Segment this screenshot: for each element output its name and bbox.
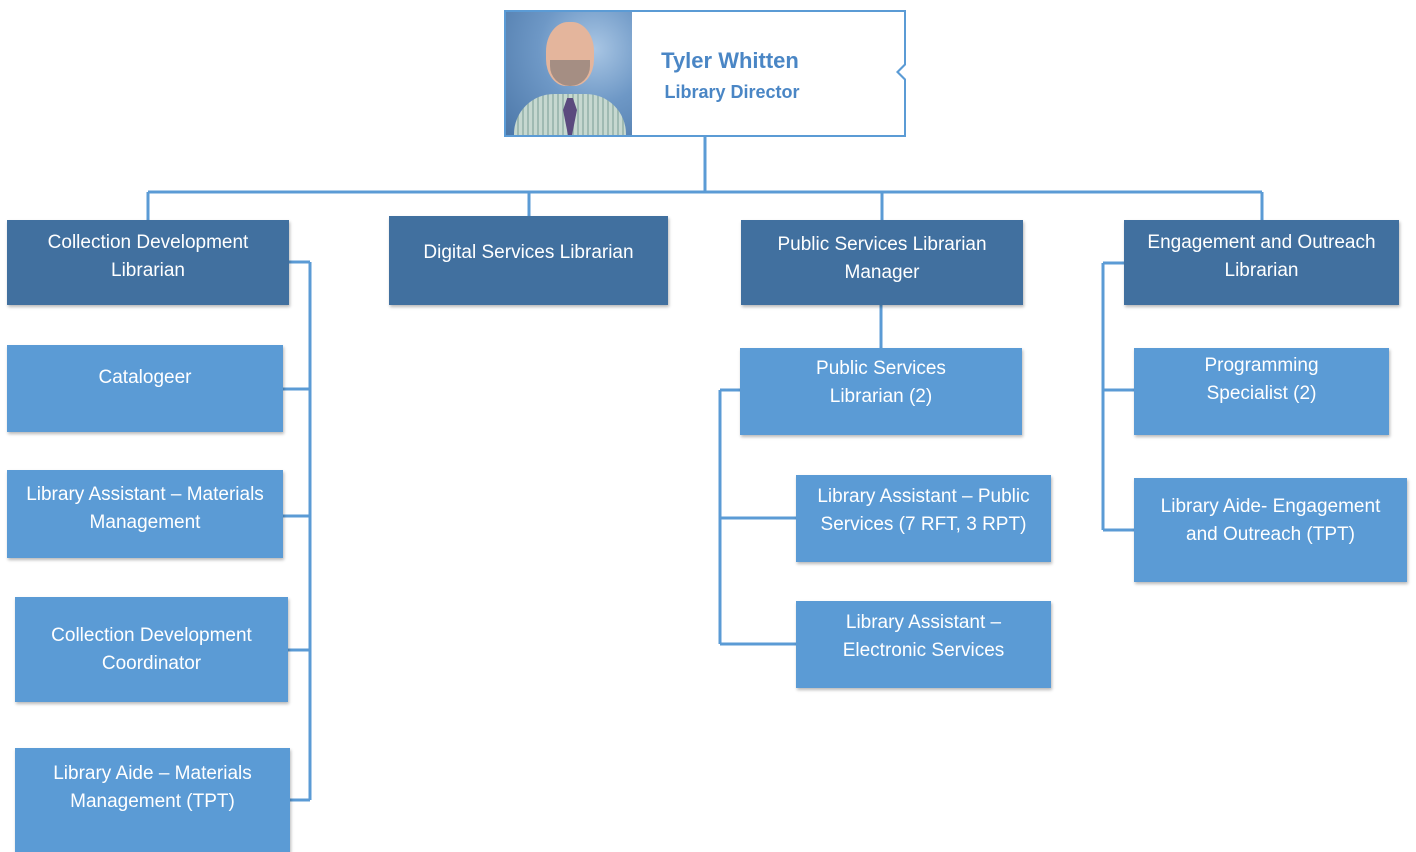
director-card[interactable]: Tyler Whitten Library Director: [504, 10, 906, 137]
box-line: Library Assistant –: [845, 612, 1002, 633]
box-line: Library Assistant – Materials: [26, 484, 264, 505]
person-photo-icon: [506, 12, 632, 135]
box-line: Catalogeer: [98, 367, 192, 388]
box-line: Library Assistant – Public: [817, 486, 1030, 507]
collapse-toggle-icon[interactable]: [896, 62, 906, 82]
box-line: Electronic Services: [842, 640, 1005, 661]
box-line: Programming: [1204, 355, 1319, 376]
staff-cataloger[interactable]: Catalogeer: [7, 345, 283, 432]
director-title: Library Director: [664, 82, 800, 102]
box-line: Management: [89, 512, 201, 533]
staff-library-assistant-public[interactable]: Library Assistant – Public Services (7 R…: [796, 475, 1051, 562]
staff-library-assistant-electronic[interactable]: Library Assistant – Electronic Services: [796, 601, 1051, 688]
box-line: Management (TPT): [70, 791, 235, 812]
box-line: Public Services: [816, 358, 946, 379]
box-line: Collection Development: [51, 625, 252, 646]
box-line: Coordinator: [101, 653, 202, 674]
tie-shape: [563, 98, 577, 135]
manager-engagement-outreach[interactable]: Engagement and Outreach Librarian: [1124, 220, 1399, 305]
staff-library-aide-engagement[interactable]: Library Aide- Engagement and Outreach (T…: [1134, 478, 1407, 582]
box-line: and Outreach (TPT): [1186, 524, 1355, 545]
staff-programming-specialist[interactable]: Programming Specialist (2): [1134, 348, 1389, 435]
box-line: Collection Development: [47, 232, 249, 253]
box-line: Specialist (2): [1206, 383, 1317, 404]
manager-digital-services[interactable]: Digital Services Librarian: [389, 216, 668, 305]
director-name: Tyler Whitten: [661, 48, 799, 73]
box-line: Services (7 RFT, 3 RPT): [820, 514, 1027, 535]
box-line: Manager: [844, 262, 920, 283]
staff-collection-coordinator[interactable]: Collection Development Coordinator: [15, 597, 288, 702]
staff-library-aide-materials[interactable]: Library Aide – Materials Management (TPT…: [15, 748, 290, 852]
box-line: Library Aide- Engagement: [1160, 496, 1381, 517]
box-line: Librarian: [111, 260, 185, 281]
box-line: Digital Services Librarian: [423, 242, 634, 263]
staff-library-assistant-materials[interactable]: Library Assistant – Materials Management: [7, 470, 283, 558]
box-line: Librarian (2): [829, 386, 933, 407]
manager-public-services[interactable]: Public Services Librarian Manager: [741, 220, 1023, 305]
box-line: Engagement and Outreach: [1147, 232, 1376, 253]
box-line: Librarian: [1224, 260, 1299, 281]
manager-collection-development[interactable]: Collection Development Librarian: [7, 220, 289, 305]
box-line: Public Services Librarian: [777, 234, 987, 255]
staff-public-services-librarian[interactable]: Public Services Librarian (2): [740, 348, 1022, 435]
box-line: Library Aide – Materials: [53, 763, 252, 784]
